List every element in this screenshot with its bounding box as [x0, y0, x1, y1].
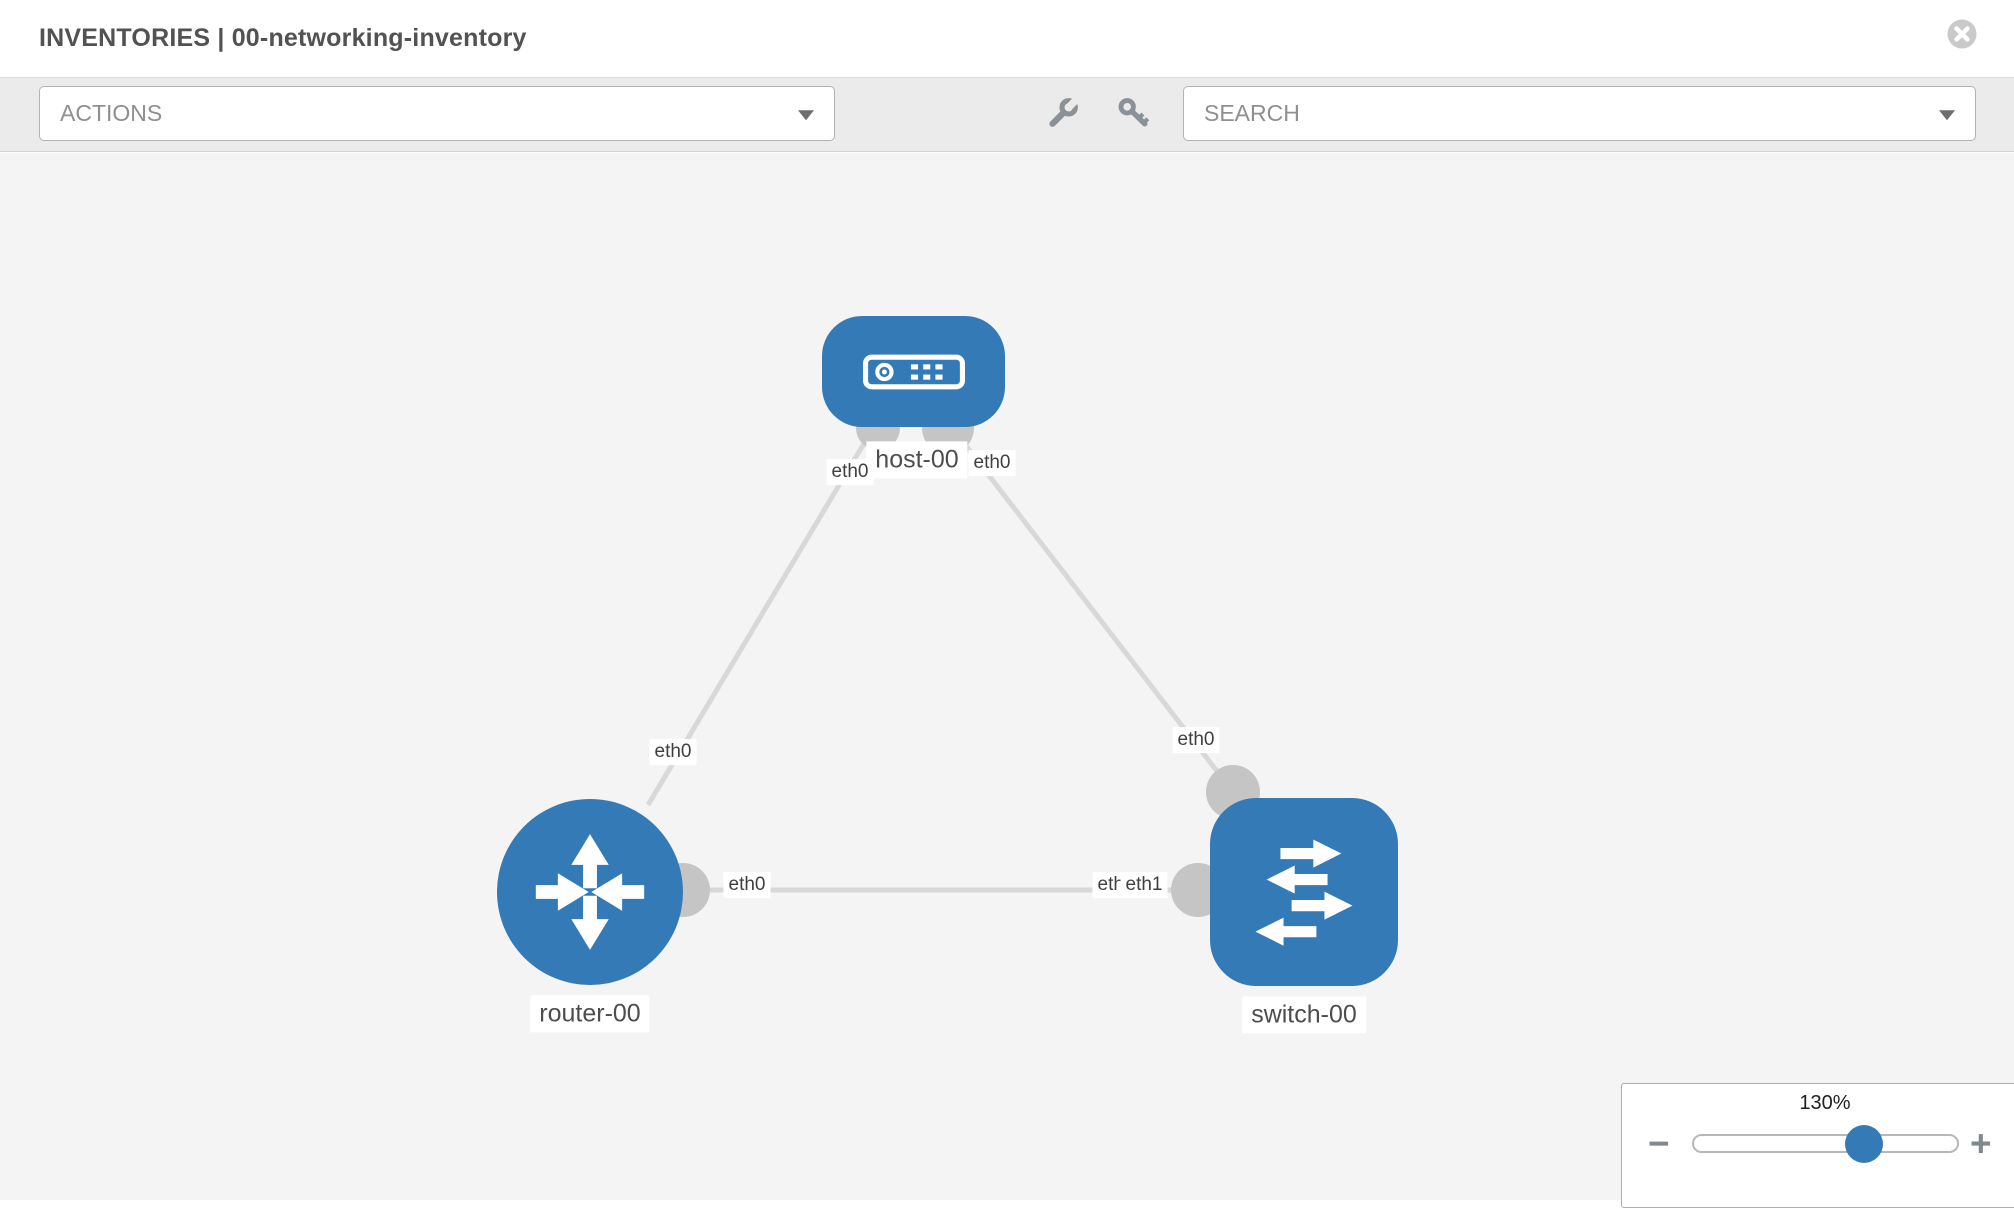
actions-dropdown[interactable]: ACTIONS — [39, 86, 835, 141]
zoom-slider-track[interactable] — [1692, 1134, 1959, 1153]
node-label-switch: switch-00 — [1242, 996, 1366, 1034]
if-label-switch-to-router-eth1: eth1 — [1120, 872, 1168, 898]
zoom-slider-thumb[interactable] — [1845, 1125, 1883, 1163]
header: INVENTORIES | 00-networking-inventory — [0, 0, 2014, 77]
chevron-down-icon — [1939, 109, 1955, 120]
topology-canvas[interactable] — [0, 153, 2014, 1200]
zoom-out-button[interactable]: − — [1648, 1123, 1670, 1164]
node-switch[interactable] — [1210, 798, 1398, 986]
chevron-down-icon — [798, 109, 814, 120]
if-label-host-to-router: eth0 — [826, 459, 874, 485]
page-title: INVENTORIES | 00-networking-inventory — [39, 24, 527, 52]
zoom-value: 130% — [1799, 1092, 1851, 1114]
zoom-in-button[interactable]: + — [1970, 1123, 1992, 1164]
search-dropdown-label: SEARCH — [1204, 100, 1300, 126]
router-icon — [535, 834, 645, 950]
search-dropdown[interactable]: SEARCH — [1183, 86, 1976, 141]
zoom-panel: 130% − + — [1621, 1083, 2014, 1208]
if-label-router-to-host: eth0 — [649, 739, 697, 765]
if-label-router-to-switch: eth0 — [723, 872, 771, 898]
wrench-icon[interactable] — [1046, 94, 1082, 135]
switch-icon — [1255, 839, 1353, 946]
node-router[interactable] — [497, 799, 683, 985]
if-label-switch-to-host: eth0 — [1172, 727, 1220, 753]
key-icon[interactable] — [1116, 96, 1152, 135]
node-label-host: host-00 — [866, 441, 968, 479]
host-device-icon — [862, 354, 965, 389]
node-label-router: router-00 — [530, 995, 650, 1033]
close-icon[interactable] — [1946, 18, 1978, 50]
node-host[interactable] — [822, 316, 1005, 427]
if-label-host-to-switch: eth0 — [968, 450, 1016, 476]
actions-dropdown-label: ACTIONS — [60, 100, 163, 126]
